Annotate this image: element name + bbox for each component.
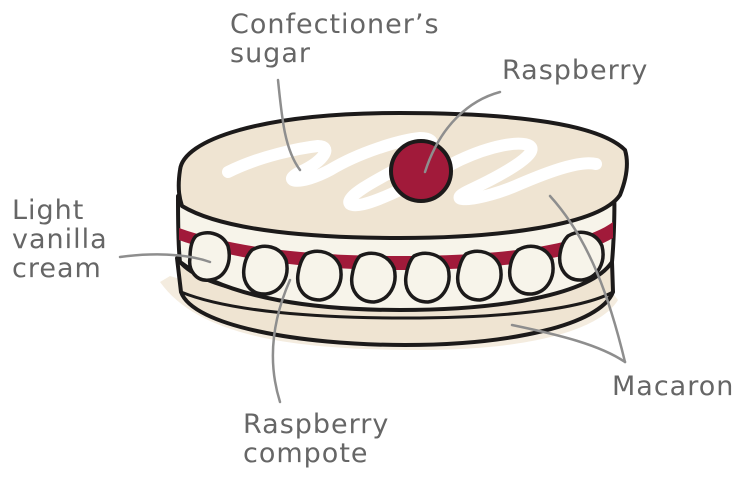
label-line: cream xyxy=(12,254,108,283)
label-light-vanilla-cream: Light vanilla cream xyxy=(12,196,108,283)
label-line: Confectioner’s xyxy=(230,10,440,39)
macaron-half xyxy=(244,246,287,294)
macaron-half xyxy=(190,233,230,280)
macaron-half xyxy=(352,253,395,302)
label-raspberry-compote: Raspberry compote xyxy=(243,410,389,468)
label-line: Light xyxy=(12,196,108,225)
raspberry-icon xyxy=(391,141,451,201)
macaron-half xyxy=(458,251,501,300)
label-raspberry: Raspberry xyxy=(502,56,648,85)
label-line: vanilla xyxy=(12,225,108,254)
label-line: compote xyxy=(243,439,389,468)
macaron-half xyxy=(510,246,553,294)
macaron-half xyxy=(298,251,341,300)
label-line: Raspberry xyxy=(243,410,389,439)
label-confectioners-sugar: Confectioner’s sugar xyxy=(230,10,440,68)
label-line: sugar xyxy=(230,39,440,68)
label-line: Macaron xyxy=(612,372,734,401)
macaron-half xyxy=(406,253,449,302)
label-macaron: Macaron xyxy=(612,372,734,401)
label-line: Raspberry xyxy=(502,56,648,85)
